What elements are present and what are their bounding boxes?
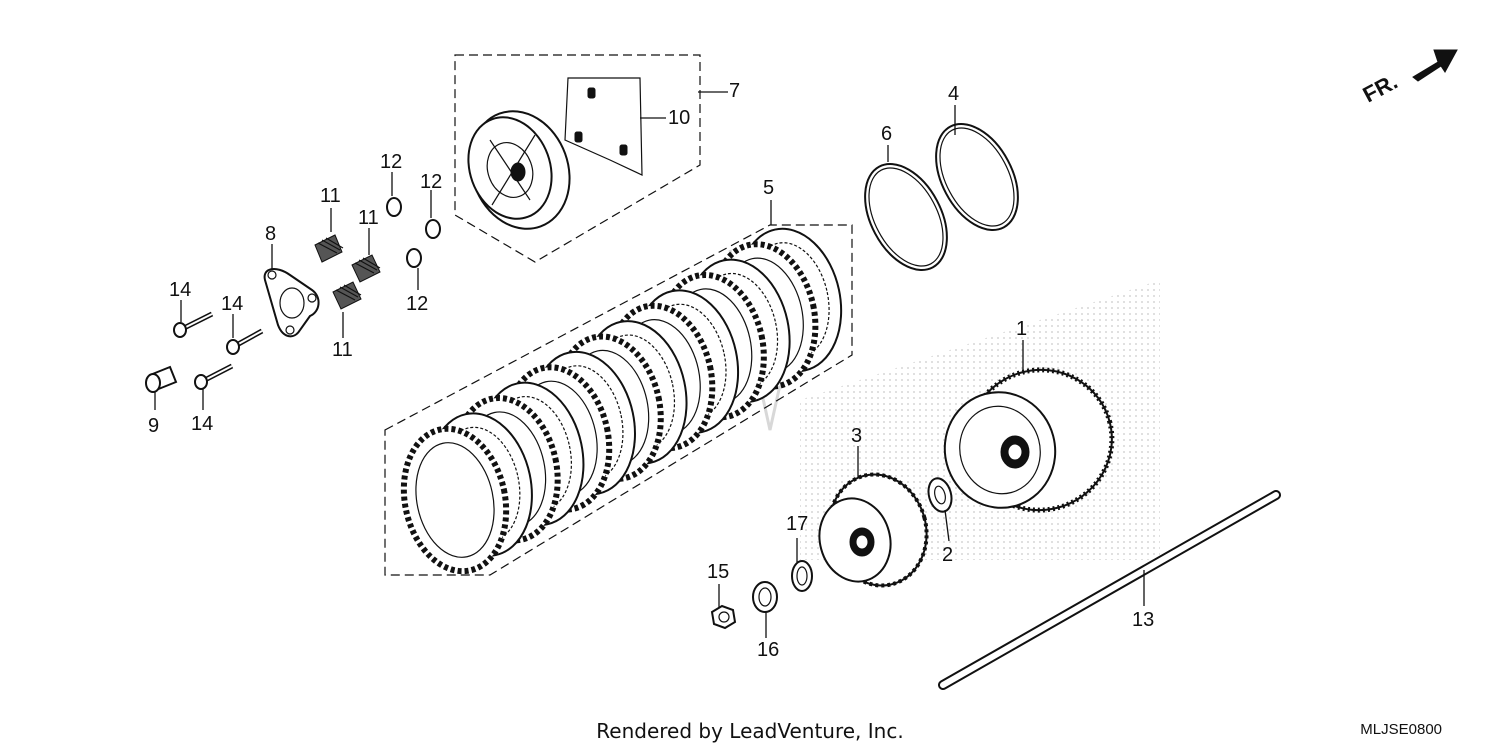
clutch-spring <box>314 234 344 263</box>
spring-seat <box>425 219 441 239</box>
footer-credit: Rendered by LeadVenture, Inc. <box>596 719 903 743</box>
callout-5: 5 <box>763 177 774 199</box>
o-ring-large <box>935 123 1019 231</box>
callout-7: 7 <box>729 80 740 102</box>
callout-16: 16 <box>757 639 779 661</box>
bolt <box>226 328 264 355</box>
callout-11c: 11 <box>332 339 353 361</box>
callout-6: 6 <box>881 123 892 145</box>
callout-10: 10 <box>668 107 690 129</box>
clutch-disc-stack <box>400 227 843 575</box>
disc-inner-edge <box>415 442 495 558</box>
spring-seat <box>386 197 402 217</box>
callout-4: 4 <box>948 83 959 105</box>
leader-lines <box>154 91 1145 638</box>
callout-12a: 12 <box>380 151 402 173</box>
callout-13: 13 <box>1132 609 1154 631</box>
callout-8: 8 <box>265 223 276 245</box>
diagram-code: MLJSE0800 <box>1360 721 1442 738</box>
pressure-plate <box>467 110 571 230</box>
bolt <box>173 311 214 338</box>
callout-2: 2 <box>942 544 953 566</box>
thrust-washer <box>927 477 953 513</box>
callout-17: 17 <box>786 513 808 535</box>
clutch-spring <box>332 281 362 310</box>
clutch-spring <box>351 254 381 283</box>
o-ring <box>864 163 948 271</box>
callout-14c: 14 <box>191 413 213 435</box>
callout-14a: 14 <box>169 279 191 301</box>
callout-9: 9 <box>148 415 159 437</box>
callout-labels: 1 2 3 4 5 6 7 8 9 10 11 11 11 12 12 12 1… <box>148 80 1154 661</box>
clutch-outer <box>943 367 1115 513</box>
front-direction-arrow: FR. <box>1359 49 1458 108</box>
callout-11a: 11 <box>320 185 341 207</box>
bolt <box>194 363 234 390</box>
collar <box>145 365 178 393</box>
lifter-rod <box>938 490 1281 690</box>
kit-plate <box>564 77 643 176</box>
callout-14b: 14 <box>221 293 243 315</box>
spring-seat <box>406 248 422 268</box>
spring-washer <box>791 560 813 592</box>
lifter-plate <box>263 268 320 338</box>
clutch-center <box>818 472 929 588</box>
callout-15: 15 <box>707 561 729 583</box>
callout-12c: 12 <box>406 293 428 315</box>
callout-12b: 12 <box>420 171 442 193</box>
callout-3: 3 <box>851 425 862 447</box>
group-box-7 <box>454 54 701 263</box>
lock-washer <box>752 581 778 613</box>
group-box-5 <box>384 224 853 576</box>
callout-1: 1 <box>1016 318 1027 340</box>
direction-label: FR. <box>1359 69 1402 108</box>
callout-11b: 11 <box>358 207 379 229</box>
lock-nut <box>710 604 737 630</box>
